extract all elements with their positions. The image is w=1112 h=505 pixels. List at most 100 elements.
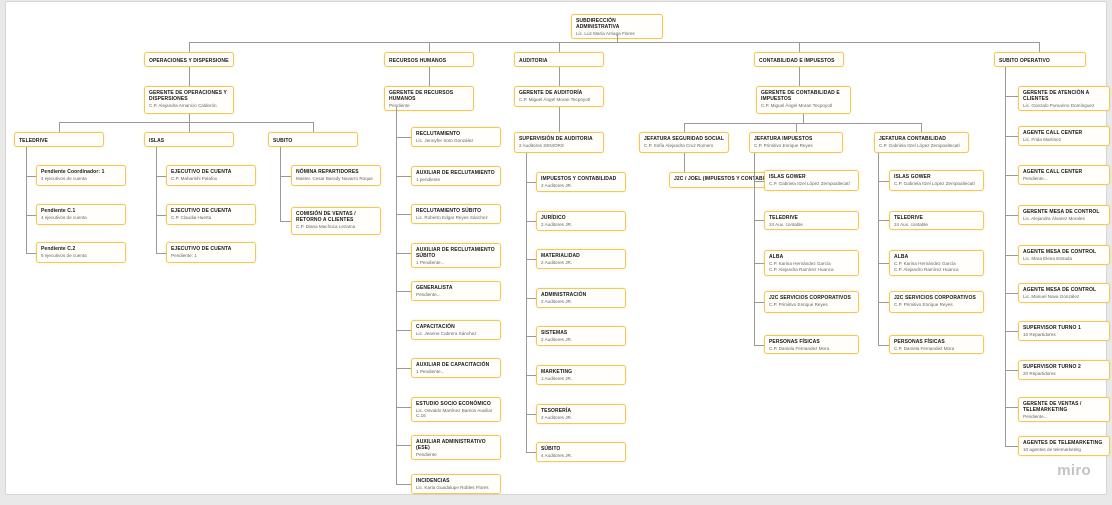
org-chart-node[interactable]: J2C / JOEL (IMPUESTOS Y CONTABILIDAD) xyxy=(669,172,769,188)
node-title: J2C / JOEL (IMPUESTOS Y CONTABILIDAD) xyxy=(674,176,764,182)
connector-line xyxy=(559,107,560,132)
org-subgroup-header[interactable]: TELEDRIVE xyxy=(14,132,104,147)
connector-line xyxy=(280,176,291,177)
connector-line xyxy=(684,123,685,132)
node-subtitle: Master. Cesar Barody Navarro Roque xyxy=(296,176,373,181)
org-branch-header[interactable]: SÚBITO OPERATIVO xyxy=(994,52,1086,67)
node-title: IMPUESTOS Y CONTABILIDAD xyxy=(541,176,617,182)
org-chart-node[interactable]: AUXILIAR ADMINISTRATIVO (ESE)Pendiente xyxy=(411,435,501,461)
node-subtitle: C.P. Miguel Ángel Moran Tecpoyotl xyxy=(761,103,833,108)
node-title: AUXILIAR DE RECLUTAMIENTO SÚBITO xyxy=(416,247,495,259)
org-branch-header[interactable]: AUDITORÍA xyxy=(514,52,604,67)
connector-line xyxy=(878,220,889,221)
org-branch-header[interactable]: OPERACIONES Y DISPERSIONES xyxy=(144,52,234,67)
node-title: GENERALISTA xyxy=(416,285,453,291)
connector-line xyxy=(878,345,889,346)
node-subtitle: Lic. Frida Martínez xyxy=(1023,137,1062,142)
connector-line xyxy=(1005,67,1006,446)
connector-line xyxy=(526,259,536,260)
node-title: SÚBITO xyxy=(541,446,561,452)
node-title: GERENTE DE OPERACIONES Y DISPERSIONES xyxy=(149,90,227,102)
node-title: ESTUDIO SOCIO ECONÓMICO xyxy=(416,401,491,407)
connector-line xyxy=(156,147,157,253)
node-title: ALBA xyxy=(769,254,784,260)
node-subtitle: Pendiente... xyxy=(1023,414,1048,419)
connector-line xyxy=(189,114,190,122)
node-subtitle: Lic. Jennyfer Soto González xyxy=(416,138,474,143)
connector-line xyxy=(189,42,190,52)
org-branch-header[interactable]: CONTABILIDAD E IMPUESTOS xyxy=(754,52,844,67)
org-subgroup-header[interactable]: ISLAS xyxy=(144,132,234,147)
connector-line xyxy=(559,67,560,86)
miro-logo[interactable]: miro xyxy=(1057,462,1091,479)
connector-line xyxy=(396,107,397,484)
node-subtitle: Pendiente xyxy=(416,452,437,457)
org-subgroup-header[interactable]: SÚBITO xyxy=(268,132,358,147)
node-title: TESORERÍA xyxy=(541,408,572,414)
node-title: OPERACIONES Y DISPERSIONES xyxy=(149,57,229,64)
connector-line xyxy=(526,182,536,183)
node-title: INCIDENCIAS xyxy=(416,478,450,484)
node-subtitle: C.P. Miguel Ángel Moran Tecpoyotl xyxy=(519,97,591,102)
node-title: Pendiente Coordinador: 1 xyxy=(41,169,105,175)
node-subtitle: 2 Auditores JR. xyxy=(541,337,573,342)
node-subtitle: 2 Auditores JR. xyxy=(541,415,573,420)
org-branch-header[interactable]: RECURSOS HUMANOS xyxy=(384,52,474,67)
connector-line xyxy=(526,336,536,337)
